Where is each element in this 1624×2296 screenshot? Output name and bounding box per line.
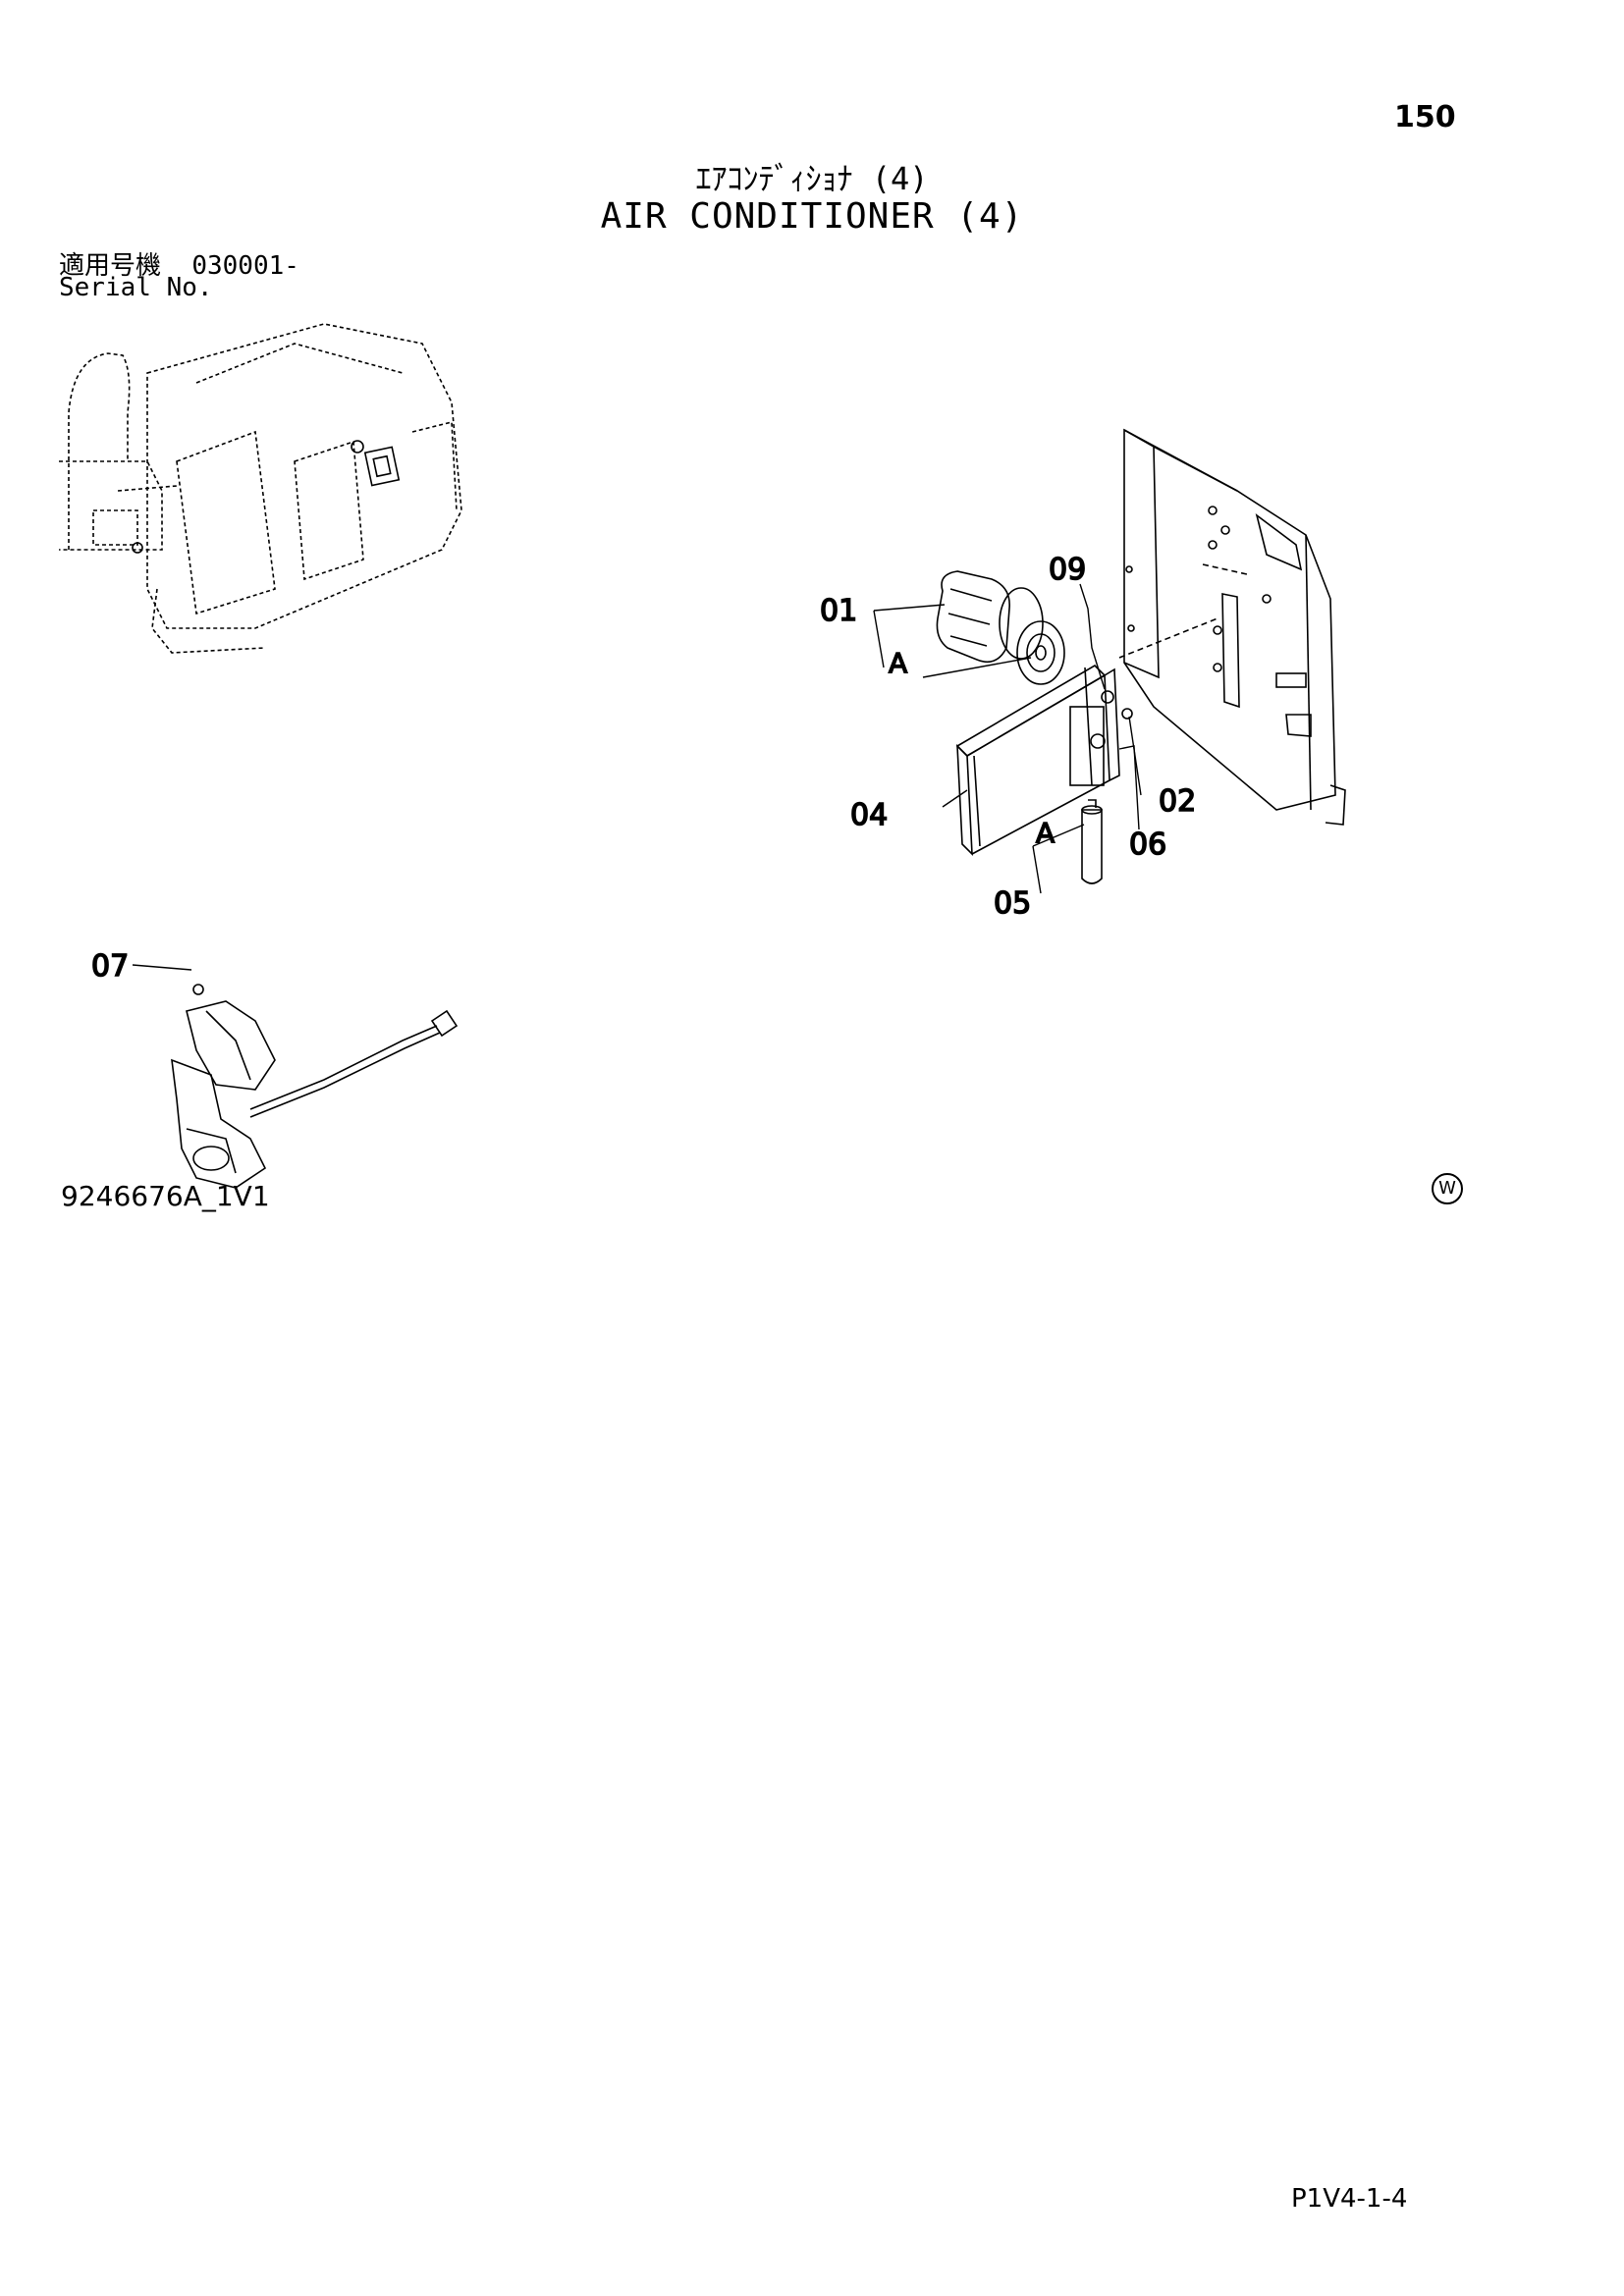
page-title-japanese: ｴｱｺﾝﾃﾞｨｼｮﾅ (4) — [695, 160, 929, 197]
compressor — [936, 570, 1065, 685]
mounting-bracket — [1118, 428, 1346, 826]
cab-overview-illustration — [59, 323, 462, 654]
fitting-06 — [1090, 733, 1106, 749]
screw-07 — [192, 984, 204, 995]
callout-04: 04 — [850, 798, 888, 832]
serial-label-japanese: 適用号機 — [59, 251, 162, 281]
callout-a-drier: A — [1036, 817, 1055, 849]
receiver-drier — [1081, 799, 1103, 884]
callout-02: 02 — [1159, 784, 1196, 819]
leader-lines — [132, 583, 1142, 971]
serial-applicability: 適用号機 030001- — [59, 245, 299, 282]
callout-a-compressor: A — [889, 647, 907, 679]
callout-07: 07 — [91, 949, 129, 984]
bolt-09 — [1101, 690, 1114, 704]
page-title: AIR CONDITIONER (4) — [600, 196, 1024, 237]
callout-05: 05 — [994, 886, 1031, 921]
page-number: 150 — [1394, 100, 1456, 134]
nut-02 — [1121, 708, 1133, 720]
serial-label: Serial No. — [59, 273, 213, 302]
drawing-number: 9246676A_1V1 — [61, 1180, 270, 1212]
cab-overview-solid-details — [132, 440, 401, 554]
circled-w-mark: W — [1432, 1173, 1463, 1204]
callout-06: 06 — [1129, 828, 1166, 862]
sensor-assembly — [171, 1000, 459, 1189]
condenser — [955, 664, 1120, 857]
callout-01: 01 — [820, 594, 857, 628]
serial-number-value: 030001- — [191, 251, 299, 281]
callout-09: 09 — [1049, 553, 1086, 587]
page-reference: P1V4-1-4 — [1291, 2184, 1408, 2214]
